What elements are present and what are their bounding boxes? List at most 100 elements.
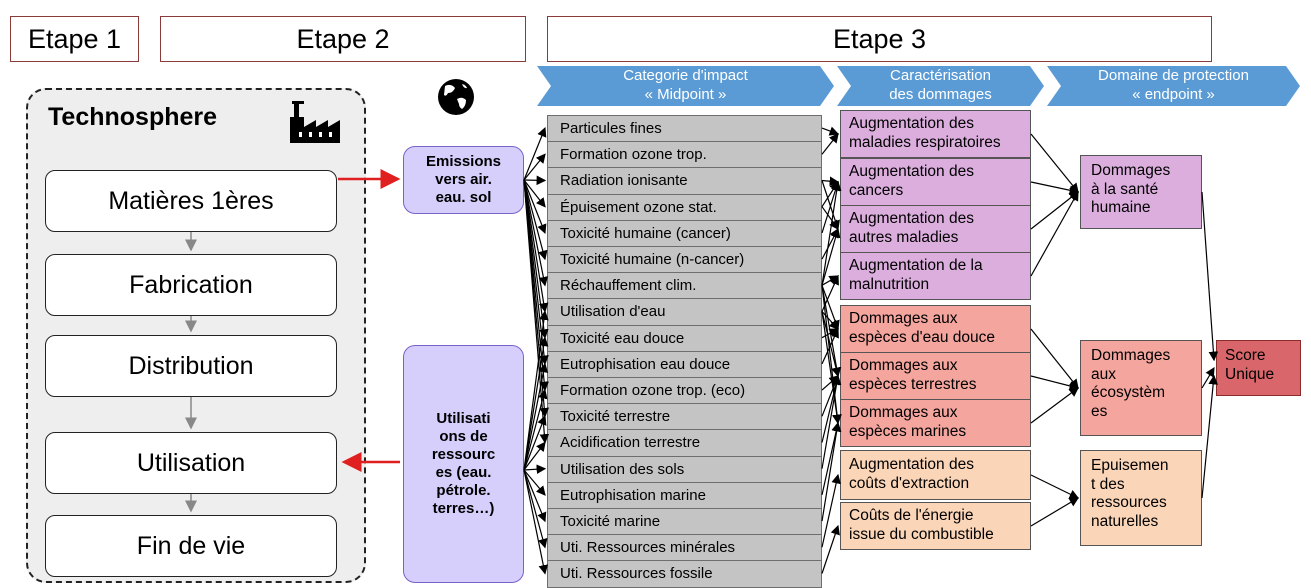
- damage-connector: [821, 285, 840, 331]
- impact-category: Utilisation d'eau: [547, 298, 822, 326]
- emission-connector: [523, 179, 546, 208]
- emission-connector: [523, 179, 548, 261]
- damage-box: Dommages aux espèces terrestres: [840, 352, 1031, 400]
- damage-connector: [821, 473, 841, 548]
- endpoint-header: Domaine de protection « endpoint »: [1098, 67, 1249, 103]
- endpoint-connector: [1030, 387, 1079, 424]
- impact-category: Formation ozone trop. (eco): [547, 377, 822, 405]
- damage-box: Augmentation des coûts d'extraction: [840, 450, 1031, 500]
- score-connector: [1201, 374, 1218, 499]
- endpoint-ecosystems: Dommages aux écosystèm es: [1080, 340, 1202, 436]
- impact-category: Formation ozone trop.: [547, 141, 822, 169]
- damage-connector: [821, 374, 840, 417]
- emission-connector: [523, 179, 550, 418]
- damage-connector: [821, 311, 841, 378]
- damage-box: Augmentation des autres maladies: [840, 205, 1031, 253]
- damage-connector: [821, 285, 842, 425]
- endpoint-connector: [1030, 497, 1080, 527]
- emissions-box: Emissions vers air. eau. sol: [403, 146, 524, 214]
- resource-connector: [523, 336, 549, 471]
- impact-category: Toxicité terrestre: [547, 403, 822, 431]
- impact-category: Toxicité humaine (n-cancer): [547, 246, 822, 274]
- damage-connector: [821, 180, 842, 286]
- impact-category: Eutrophisation marine: [547, 481, 822, 509]
- damage-connector: [821, 227, 841, 286]
- stage-utilisation: Utilisation: [45, 432, 337, 494]
- impact-category: Uti. Ressources fossile: [547, 560, 822, 588]
- resource-connector: [523, 441, 546, 471]
- stage-fin-de-vie: Fin de vie: [45, 515, 337, 577]
- damage-connector: [821, 374, 841, 443]
- damage-connector: [821, 275, 840, 286]
- damage-connector: [821, 274, 839, 312]
- emission-connector: [523, 179, 550, 444]
- damage-box: Augmentation des maladies respiratoires: [840, 110, 1031, 158]
- endpoint-connector: [1030, 190, 1079, 277]
- damage-connector: [821, 374, 842, 469]
- damage-connector: [821, 180, 839, 208]
- damage-connector: [821, 524, 840, 574]
- damage-connector: [821, 285, 842, 378]
- emission-connector: [523, 179, 549, 287]
- damage-header: Caractérisation des dommages: [889, 67, 992, 103]
- damage-connector: [821, 328, 840, 339]
- damage-box: Dommages aux espèces marines: [840, 399, 1031, 447]
- emission-connector: [523, 179, 547, 235]
- emission-connector: [523, 179, 549, 339]
- damage-connector: [821, 180, 840, 231]
- damage-connector: [821, 421, 841, 496]
- damage-connector: [821, 126, 840, 136]
- endpoint-connector: [1030, 328, 1079, 389]
- stage-distribution: Distribution: [45, 335, 337, 397]
- endpoint-connector: [1030, 191, 1079, 230]
- globe-icon: [438, 79, 474, 115]
- damage-connector: [821, 180, 841, 234]
- emission-connector: [523, 179, 549, 392]
- impact-category: Eutrophisation eau douce: [547, 350, 822, 378]
- impact-category: Épuisement ozone stat.: [547, 193, 822, 221]
- damage-box: Dommages aux espèces d'eau douce: [840, 305, 1031, 353]
- impact-category: Uti. Ressources minérales: [547, 534, 822, 562]
- resources-box: Utilisati ons de ressourc es (eau. pétro…: [403, 345, 524, 583]
- resource-connector: [523, 310, 549, 471]
- damage-connector: [821, 311, 839, 330]
- etape-3-label: Etape 3: [547, 16, 1212, 62]
- stage-matieres: Matières 1ères: [45, 170, 337, 232]
- emission-connector: [523, 175, 547, 186]
- damage-connector: [821, 327, 839, 365]
- midpoint-header: Categorie d'impact « Midpoint »: [623, 67, 748, 103]
- impact-category: Acidification terrestre: [547, 429, 822, 457]
- damage-box: Coûts de l'énergie issue du combustible: [840, 502, 1031, 550]
- damage-connector: [821, 375, 839, 391]
- damage-box: Augmentation de la malnutrition: [840, 252, 1031, 300]
- technosphere-title: Technosphere: [48, 103, 218, 131]
- emission-connector: [523, 179, 549, 313]
- resource-connector: [523, 469, 548, 549]
- damage-connector: [821, 227, 839, 260]
- damage-box: Augmentation des cancers: [840, 158, 1031, 206]
- impact-category: Utilisation des sols: [547, 455, 822, 483]
- damage-connector: [821, 206, 839, 230]
- impact-category: Radiation ionisante: [547, 167, 822, 195]
- impact-category: Toxicité eau douce: [547, 324, 822, 352]
- resource-connector: [523, 469, 546, 496]
- score-unique: Score Unique: [1216, 340, 1301, 396]
- resource-connector: [523, 388, 548, 471]
- impact-category: Réchauffement clim.: [547, 272, 822, 300]
- impact-category: Toxicité marine: [547, 508, 822, 536]
- resource-connector: [523, 464, 547, 475]
- endpoint-resources: Epuisemen t des ressources naturelles: [1080, 450, 1202, 546]
- endpoint-connector: [1030, 181, 1080, 195]
- endpoint-health: Dommages à la santé humaine: [1080, 155, 1202, 229]
- score-connector: [1201, 191, 1219, 362]
- emission-connector: [523, 179, 549, 366]
- damage-connector: [821, 311, 842, 425]
- etape-2-label: Etape 2: [160, 16, 526, 62]
- endpoint-connector: [1030, 375, 1080, 391]
- stage-fabrication: Fabrication: [45, 254, 337, 316]
- damage-connector: [821, 421, 842, 522]
- damage-connector: [821, 133, 839, 155]
- resource-connector: [523, 362, 549, 471]
- resource-connector: [523, 469, 547, 523]
- emission-connector: [523, 126, 547, 181]
